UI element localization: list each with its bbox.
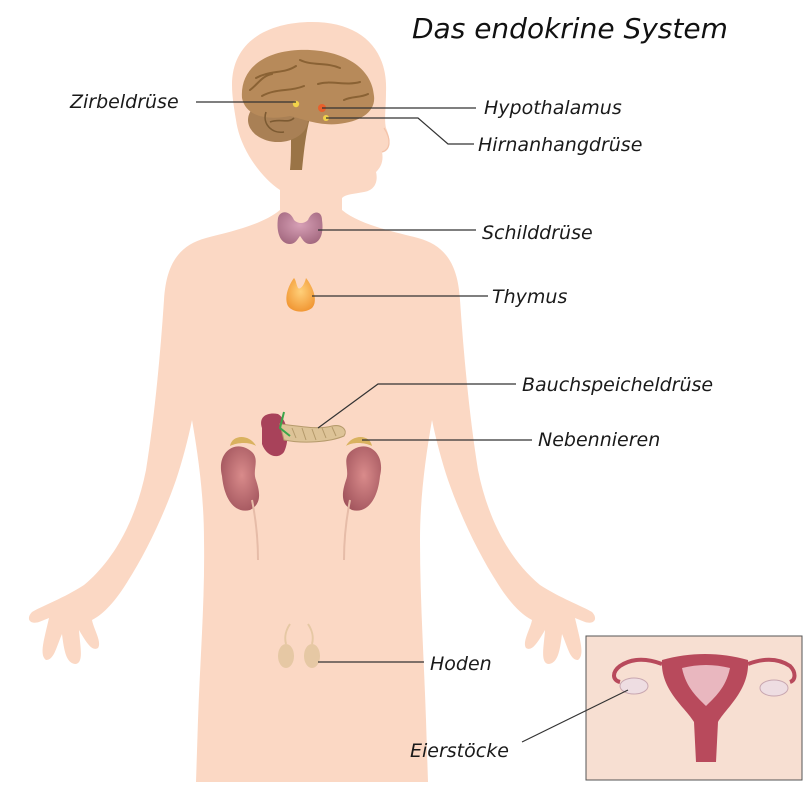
ovary-inset — [586, 636, 802, 780]
label-hirnanhangdruese: Hirnanhangdrüse — [478, 134, 642, 156]
label-zirbeldruese: Zirbeldrüse — [70, 91, 179, 113]
label-schilddruese: Schilddrüse — [482, 222, 593, 244]
label-eierstoecke: Eierstöcke — [410, 740, 509, 762]
label-hypothalamus: Hypothalamus — [484, 97, 622, 119]
label-hoden: Hoden — [430, 653, 492, 675]
label-bauchspeicheldruese: Bauchspeicheldrüse — [522, 374, 713, 396]
label-nebennieren: Nebennieren — [538, 429, 660, 451]
diagram-title: Das endokrine System — [412, 12, 728, 45]
label-thymus: Thymus — [492, 286, 567, 308]
